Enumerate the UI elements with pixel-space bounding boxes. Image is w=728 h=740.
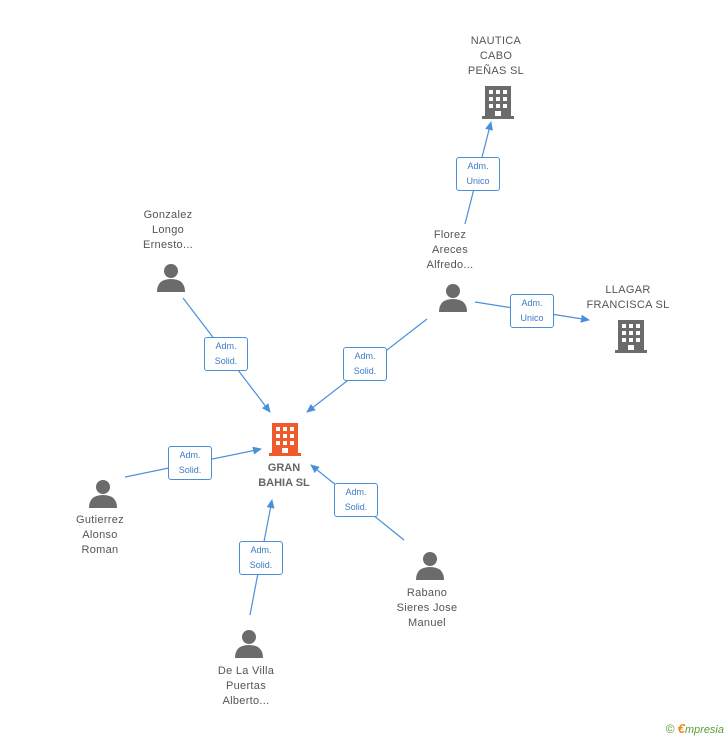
copyright-symbol: © [665, 721, 675, 736]
edge-badge-line-1: Adm. [467, 161, 489, 171]
edge-badge-florez-nautica[interactable]: Adm. Unico [456, 157, 500, 191]
person-label-delavilla[interactable]: De La Villa Puertas Alberto... [196, 664, 296, 709]
nautica-building-icon[interactable] [482, 84, 514, 125]
person-gonzalez-line-3: Ernesto... [142, 239, 194, 251]
edge-badge-line-2: Solid. [178, 465, 202, 475]
edge-badge-gonzalez-center[interactable]: Adm. Solid. [204, 337, 248, 371]
brand-watermark: © €mpresia [666, 721, 724, 736]
company-nautica-line-3: PEÑAS SL [467, 65, 525, 77]
person-label-gutierrez[interactable]: Gutierrez Alonso Roman [50, 513, 150, 558]
person-rabano-line-2: Sieres Jose [396, 602, 458, 614]
edge-badge-line-1: Adm. [179, 450, 201, 460]
person-gonzalez-line-2: Longo [151, 224, 185, 236]
edge-badge-line-2: Solid. [353, 366, 377, 376]
person-florez-line-2: Areces [431, 244, 469, 256]
edge-badge-line-1: Adm. [521, 298, 543, 308]
edge-badge-rabano-center[interactable]: Adm. Solid. [334, 483, 378, 517]
center-company-name[interactable]: GRAN BAHIA SL [243, 461, 325, 491]
company-nautica-line-2: CABO [479, 50, 513, 62]
person-delavilla-line-2: Puertas [225, 680, 266, 692]
person-gonzalez-line-1: Gonzalez [143, 209, 193, 221]
center-name-line-2: BAHIA SL [258, 477, 310, 489]
edge-badge-line-1: Adm. [250, 545, 272, 555]
person-delavilla-line-1: De La Villa [217, 665, 275, 677]
person-gutierrez-line-1: Gutierrez [76, 514, 124, 526]
edge-badge-line-2: Solid. [214, 356, 238, 366]
edge-badge-line-2: Unico [466, 176, 490, 186]
center-name-line-1: GRAN [267, 462, 301, 474]
person-rabano-line-1: Rabano [406, 587, 448, 599]
company-nautica-line-1: NAUTICA [470, 35, 522, 47]
person-label-rabano[interactable]: Rabano Sieres Jose Manuel [377, 586, 477, 631]
edge-badge-line-1: Adm. [215, 341, 237, 351]
gutierrez-person-icon[interactable] [88, 478, 118, 513]
person-delavilla-line-3: Alberto... [222, 695, 270, 707]
edge-badge-line-1: Adm. [345, 487, 367, 497]
person-label-florez[interactable]: Florez Areces Alfredo... [400, 228, 500, 273]
person-rabano-line-3: Manuel [408, 617, 446, 629]
edge-badge-gutierrez-center[interactable]: Adm. Solid. [168, 446, 212, 480]
rabano-person-icon[interactable] [415, 550, 445, 585]
company-label-nautica[interactable]: NAUTICA CABO PEÑAS SL [448, 34, 544, 79]
person-label-gonzalez[interactable]: Gonzalez Longo Ernesto... [118, 208, 218, 253]
florez-person-icon[interactable] [438, 282, 468, 317]
gonzalez-person-icon[interactable] [156, 262, 186, 297]
edge-badge-delavilla-center[interactable]: Adm. Solid. [239, 541, 283, 575]
edge-badge-line-2: Solid. [249, 560, 273, 570]
person-florez-line-1: Florez [433, 229, 467, 241]
brand-logo: €mpresia [678, 721, 724, 736]
company-label-llagar[interactable]: LLAGAR FRANCISCA SL [580, 283, 676, 313]
person-gutierrez-line-3: Roman [81, 544, 119, 556]
edge-badge-florez-center[interactable]: Adm. Solid. [343, 347, 387, 381]
llagar-building-icon[interactable] [615, 318, 647, 359]
person-florez-line-3: Alfredo... [426, 259, 474, 271]
edge-badge-florez-llagar[interactable]: Adm. Unico [510, 294, 554, 328]
center-company-building-icon[interactable] [269, 421, 301, 462]
edge-badge-line-1: Adm. [354, 351, 376, 361]
person-gutierrez-line-2: Alonso [82, 529, 118, 541]
edge-badge-line-2: Unico [520, 313, 544, 323]
brand-rest: mpresia [684, 724, 724, 736]
brand-initial: € [677, 721, 685, 736]
company-llagar-line-2: FRANCISCA SL [586, 299, 670, 311]
company-llagar-line-1: LLAGAR [605, 284, 651, 296]
delavilla-person-icon[interactable] [234, 628, 264, 663]
edge-badge-line-2: Solid. [344, 502, 368, 512]
